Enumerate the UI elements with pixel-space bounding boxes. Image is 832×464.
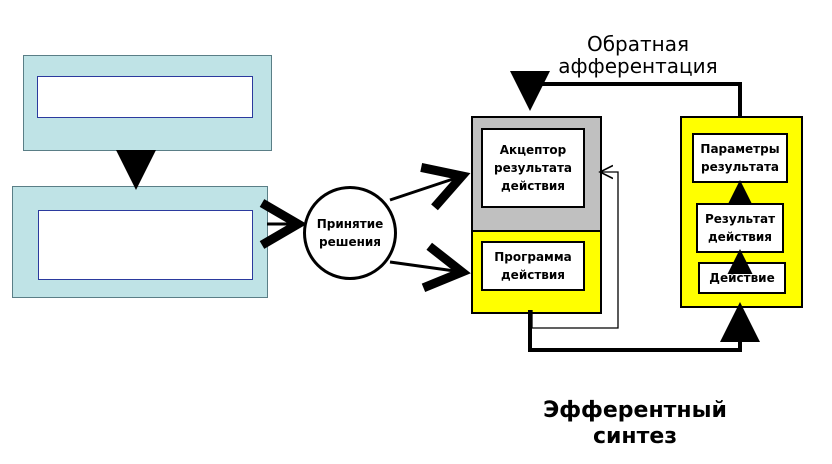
- upper-block-inner: [37, 76, 253, 118]
- feedback-arrow: [510, 71, 742, 116]
- synthesis-label: Эфферентный синтез: [543, 398, 727, 449]
- decision-to-program-arrow: [389, 242, 471, 293]
- program-card: Программа действия: [481, 241, 585, 291]
- result-card: Результат действия: [696, 203, 784, 253]
- result-params-card: Параметры результата: [692, 133, 788, 183]
- lower-block-inner: [38, 210, 253, 280]
- decision-circle: Принятие решения: [303, 186, 397, 280]
- comparison-arrow: [531, 172, 619, 329]
- acceptor-card: Акцептор результата действия: [481, 128, 585, 208]
- program-to-action-arrow: [528, 302, 760, 352]
- feedback-label: Обратная афферентация: [558, 32, 718, 78]
- decision-to-acceptor-arrow: [389, 163, 471, 211]
